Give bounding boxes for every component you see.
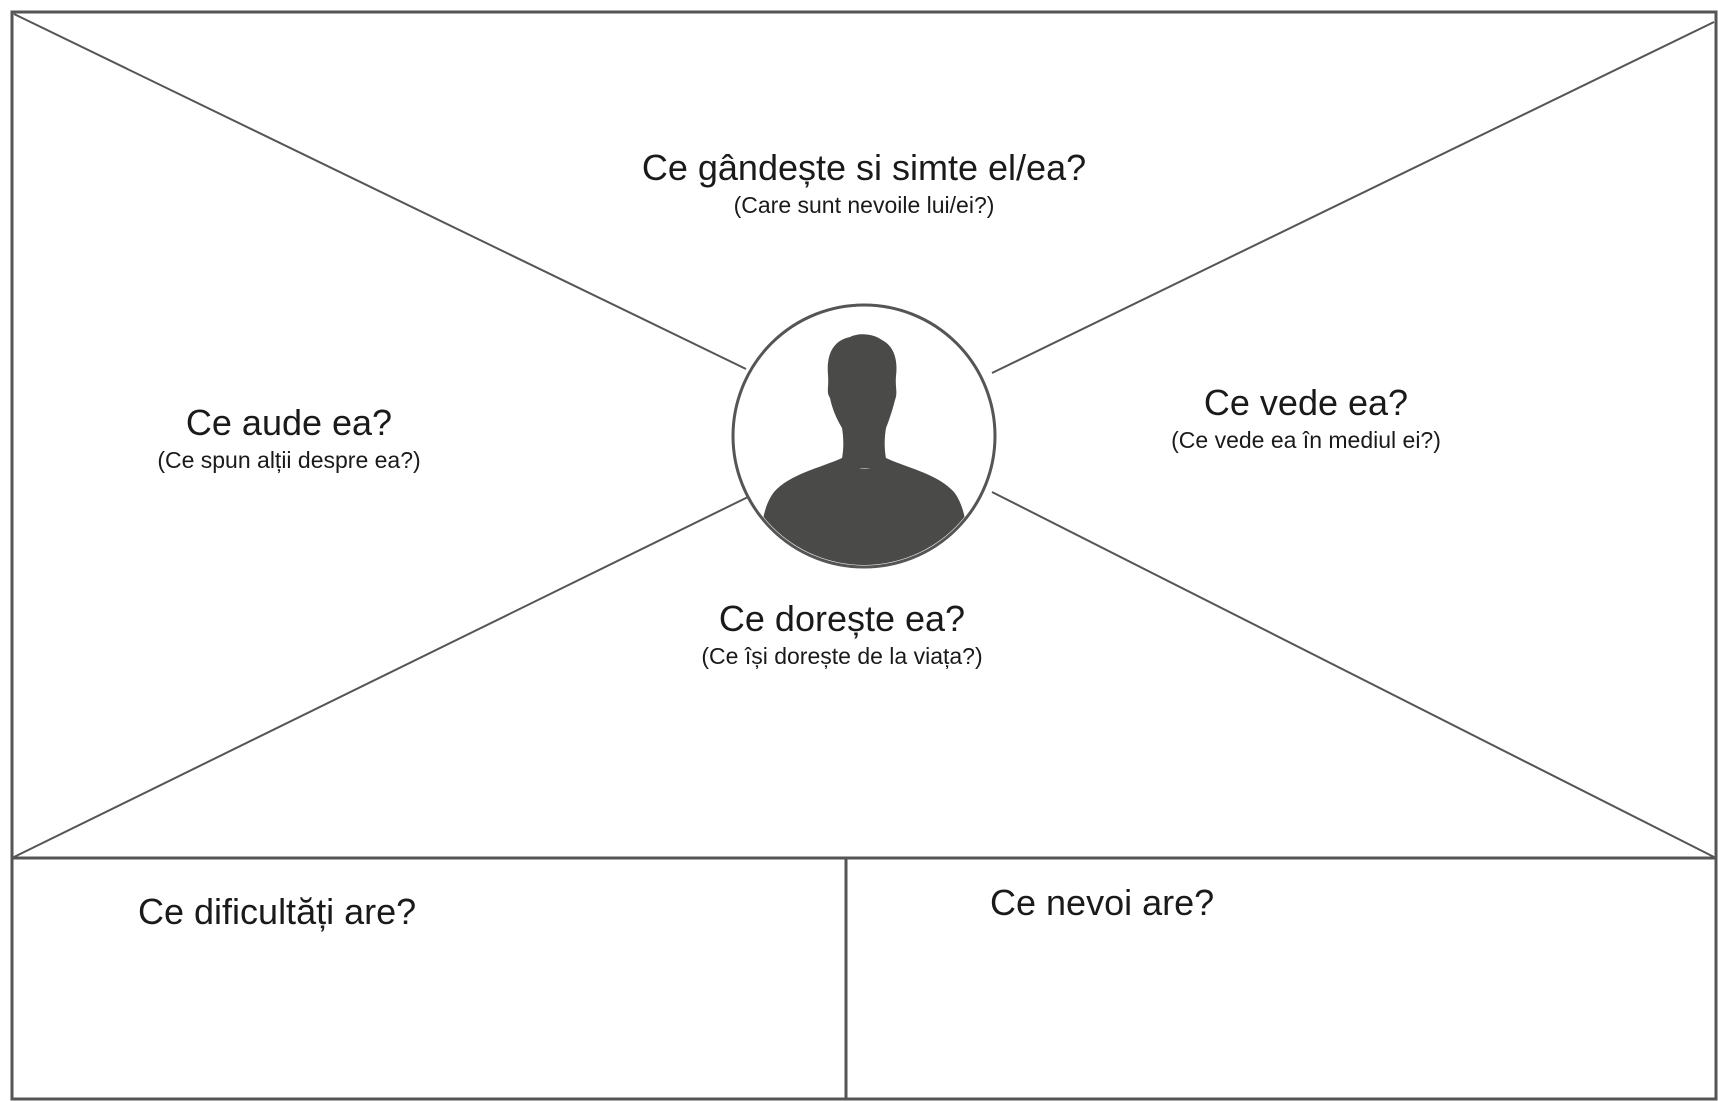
hears-subtitle: (Ce spun alții despre ea?) bbox=[157, 447, 421, 473]
diagonal-bottom-left bbox=[13, 495, 751, 858]
sees-label: Ce vede ea? (Ce vede ea în mediul ei?) bbox=[1171, 381, 1441, 455]
needs-label: Ce nevoi are? bbox=[990, 882, 1215, 923]
sees-subtitle: (Ce vede ea în mediul ei?) bbox=[1171, 427, 1441, 453]
wants-subtitle: (Ce își dorește de la viața?) bbox=[701, 643, 983, 669]
hears-label: Ce aude ea? (Ce spun alții despre ea?) bbox=[157, 401, 420, 475]
diagonal-top-right bbox=[991, 21, 1715, 374]
thinks-feels-question: Ce gândește si simte el/ea? bbox=[641, 147, 1087, 188]
hears-question: Ce aude ea? bbox=[185, 402, 393, 443]
person-silhouette-icon bbox=[758, 334, 970, 565]
diagonal-bottom-right bbox=[991, 491, 1715, 858]
outer-frame bbox=[10, 10, 1718, 1101]
wants-question: Ce dorește ea? bbox=[718, 598, 966, 639]
pains-label: Ce dificultăți are? bbox=[138, 891, 417, 932]
diagonal-top-left bbox=[13, 13, 747, 370]
thinks-feels-label: Ce gândește si simte el/ea? (Care sunt n… bbox=[642, 146, 1086, 220]
thinks-feels-subtitle: (Care sunt nevoile lui/ei?) bbox=[733, 192, 995, 218]
wants-label: Ce dorește ea? (Ce își dorește de la via… bbox=[701, 597, 982, 671]
sees-question: Ce vede ea? bbox=[1203, 382, 1409, 423]
